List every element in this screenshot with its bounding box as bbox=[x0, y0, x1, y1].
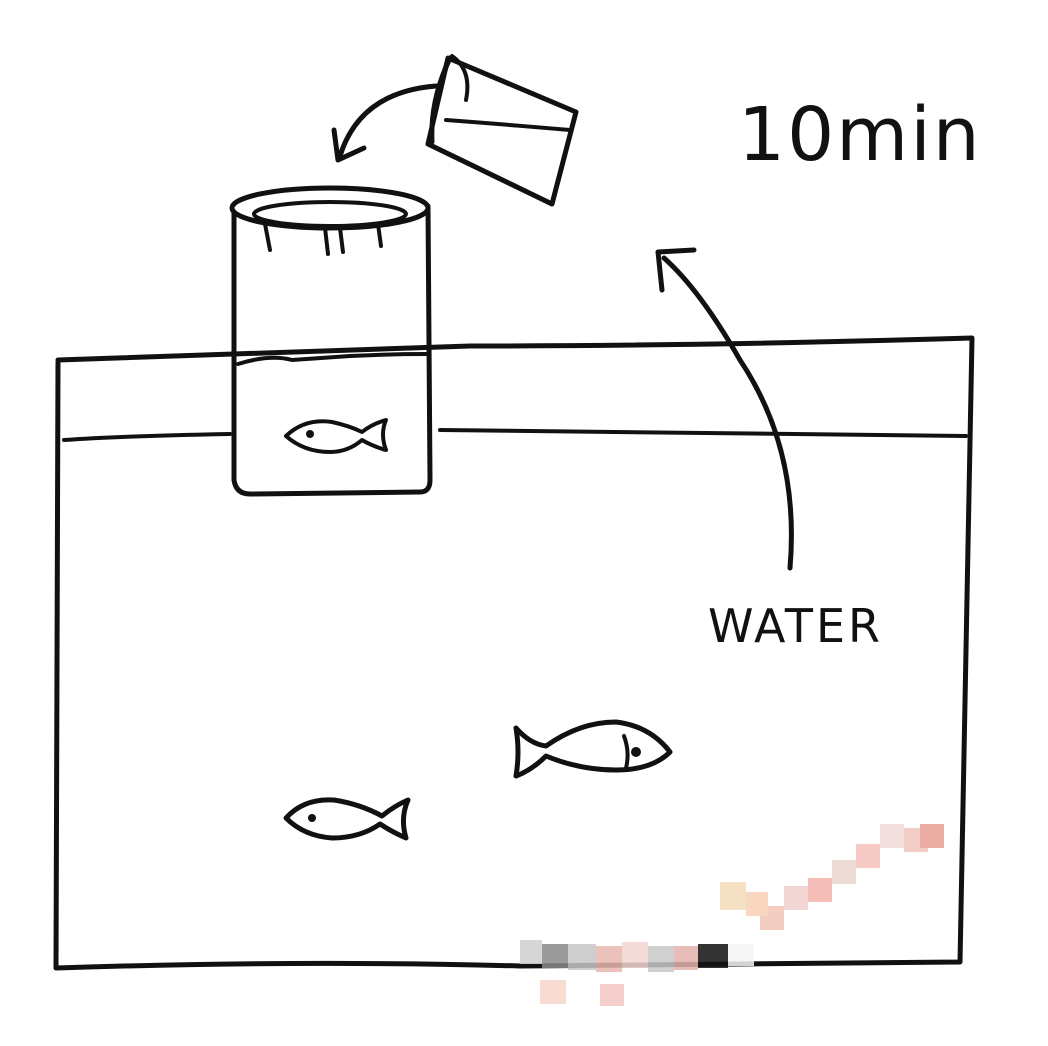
blurred-watermark bbox=[520, 824, 944, 1006]
fish-icon bbox=[513, 719, 673, 779]
aquarium-tank-icon bbox=[53, 335, 975, 971]
fish-icon bbox=[284, 418, 388, 454]
water-label: WATER bbox=[708, 599, 883, 653]
water-arrow-icon bbox=[655, 247, 794, 571]
bag-water-line bbox=[236, 352, 428, 366]
fish-bag-icon bbox=[229, 185, 433, 497]
pouring-cup-icon bbox=[425, 54, 579, 207]
fish-eye bbox=[308, 814, 316, 822]
time-label: 10min bbox=[738, 92, 982, 178]
fish-icon bbox=[283, 797, 411, 841]
curved-arrow-icon bbox=[331, 83, 439, 163]
fish-eye bbox=[306, 430, 314, 438]
water-surface-line bbox=[62, 432, 232, 442]
fish-eye bbox=[631, 747, 641, 757]
